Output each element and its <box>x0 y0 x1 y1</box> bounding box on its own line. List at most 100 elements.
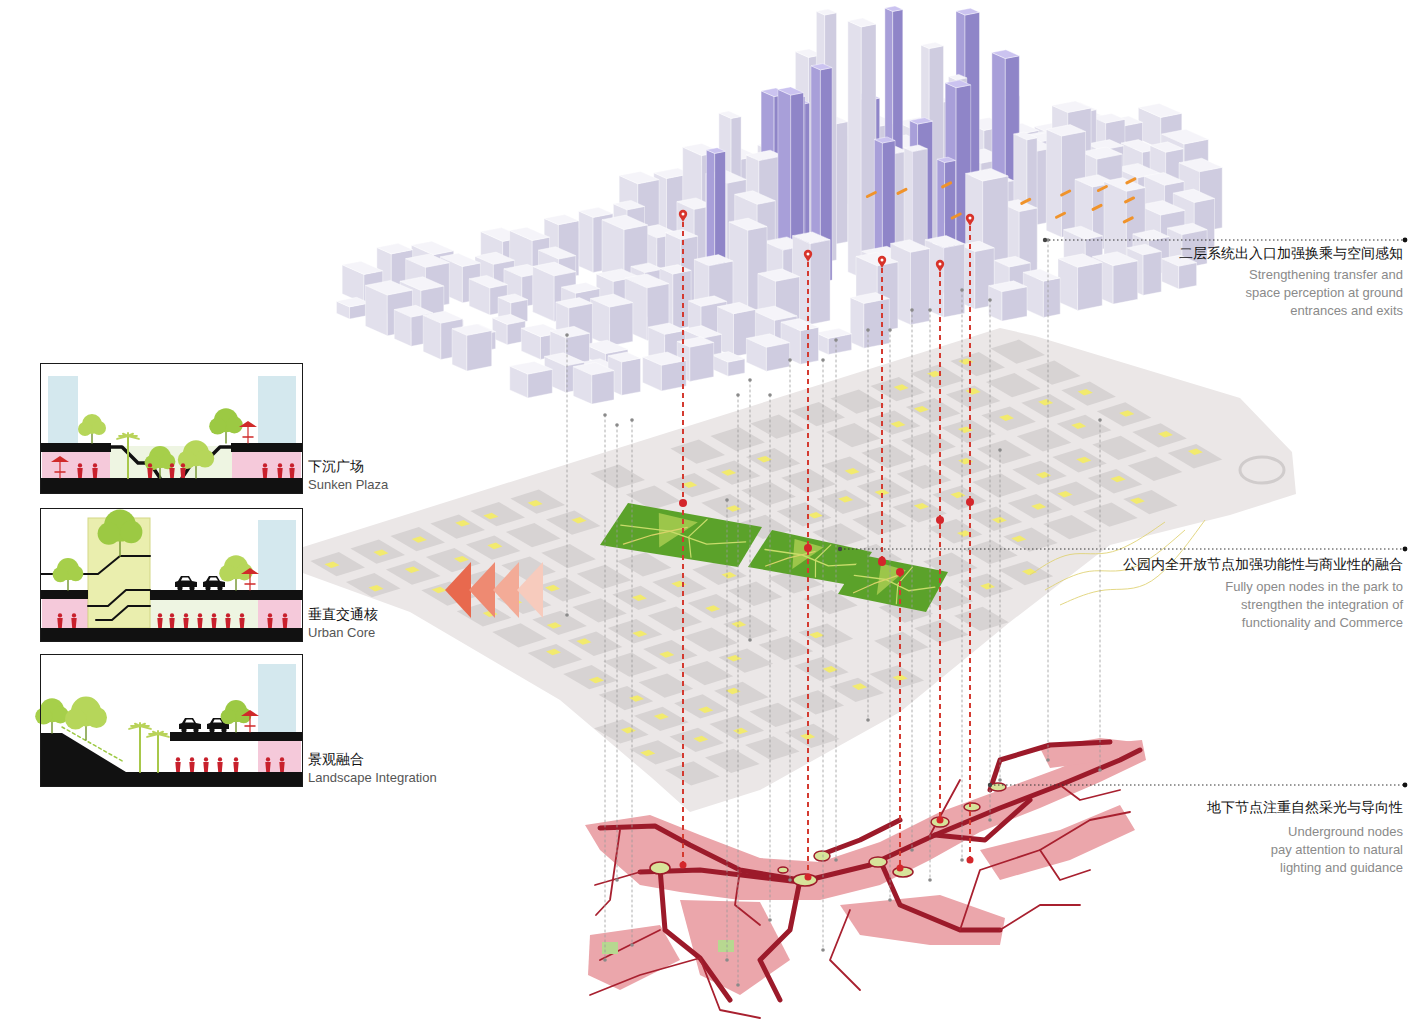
tree-crown <box>92 421 106 435</box>
umbrella-pole <box>247 427 248 443</box>
projection-line <box>605 415 606 960</box>
city-block <box>572 598 627 622</box>
open-space <box>731 621 746 628</box>
building-roof <box>510 361 553 374</box>
city-block <box>981 406 1036 430</box>
projection-lines <box>565 210 1102 987</box>
city-block <box>901 431 956 455</box>
building-roof <box>694 255 733 266</box>
building-roof <box>781 319 819 331</box>
projection-line <box>617 425 618 880</box>
palm-trunk <box>127 436 129 478</box>
node-dot <box>897 865 904 872</box>
node-link-line <box>682 222 684 865</box>
building-front <box>690 342 714 381</box>
underground-passage <box>935 800 1030 840</box>
projection-dot <box>788 878 792 882</box>
city-block <box>990 340 1045 364</box>
tower <box>258 664 296 734</box>
building-roof <box>1150 142 1183 152</box>
open-space <box>951 492 966 499</box>
building-roof <box>910 118 933 125</box>
pin-head <box>804 250 812 258</box>
city-block <box>639 673 694 697</box>
building <box>925 236 964 318</box>
projection-dot <box>748 638 752 642</box>
building-roof <box>377 243 413 254</box>
open-space <box>629 695 644 702</box>
person-body <box>211 618 216 628</box>
building-roof <box>718 302 756 313</box>
open-space <box>654 713 669 720</box>
direction-chevron <box>469 562 495 618</box>
projection-line <box>750 380 751 640</box>
panel-heading: 景观融合Landscape Integration <box>308 751 437 786</box>
building-roof <box>342 261 383 274</box>
car-window <box>209 578 218 581</box>
city-block <box>599 686 654 710</box>
city-block <box>594 719 649 743</box>
open-space <box>632 630 647 637</box>
city-block <box>1021 394 1076 418</box>
underground-link <box>1000 905 1080 930</box>
city-block <box>799 623 854 647</box>
projection-dot <box>725 498 729 502</box>
projection-dot <box>565 613 569 617</box>
city-block <box>937 452 992 476</box>
person-body <box>233 762 238 772</box>
person-body <box>267 618 272 628</box>
building-front <box>911 249 930 325</box>
city-block <box>688 594 743 618</box>
building <box>510 361 553 398</box>
city-block <box>470 502 525 526</box>
open-space <box>1119 410 1134 417</box>
person-head <box>198 613 202 617</box>
sunken-plaza-section <box>40 363 303 494</box>
projection-dot <box>768 918 772 922</box>
building-side <box>579 211 593 272</box>
car-wheel <box>181 727 186 732</box>
underground-link <box>1040 850 1090 880</box>
sloped-ground <box>41 733 302 786</box>
building-roof <box>758 269 800 281</box>
city-block <box>537 577 592 601</box>
building <box>989 281 1027 321</box>
palm-frond <box>158 734 169 737</box>
building-roof <box>539 247 576 259</box>
panel-subtitle: Landscape Integration <box>308 769 437 786</box>
park-path <box>689 519 707 557</box>
building-front <box>528 369 553 398</box>
park-path <box>623 527 687 544</box>
tower <box>48 376 78 443</box>
node-dot <box>966 498 974 506</box>
projection-dot <box>928 308 932 312</box>
building-roof <box>891 240 930 253</box>
building-roof <box>937 157 955 162</box>
open-space <box>325 562 340 569</box>
open-space <box>894 384 909 391</box>
building-roof <box>498 294 527 303</box>
open-space <box>808 512 823 519</box>
building-roof <box>1081 147 1122 159</box>
building-roof <box>689 296 727 307</box>
entrance-marker <box>1057 213 1065 217</box>
city-block <box>679 661 734 685</box>
panel-heading: 下沉广场Sunken Plaza <box>308 458 388 493</box>
node-dot <box>680 862 687 869</box>
section-panel: 景观融合Landscape Integration <box>40 654 303 787</box>
projection-line <box>790 360 791 880</box>
city-block <box>999 561 1054 585</box>
city-block <box>830 678 885 702</box>
projection-dot <box>998 778 1002 782</box>
building-front <box>1002 287 1027 321</box>
person-head <box>184 613 188 617</box>
panel-title: 下沉广场 <box>308 458 388 476</box>
open-space <box>845 468 860 475</box>
building-roof <box>579 207 613 217</box>
node-link-line <box>899 572 901 868</box>
projection-dot <box>988 298 992 302</box>
car-wheel <box>209 727 214 732</box>
open-space <box>547 622 562 629</box>
person-head <box>158 613 162 617</box>
building-roof <box>956 8 980 15</box>
